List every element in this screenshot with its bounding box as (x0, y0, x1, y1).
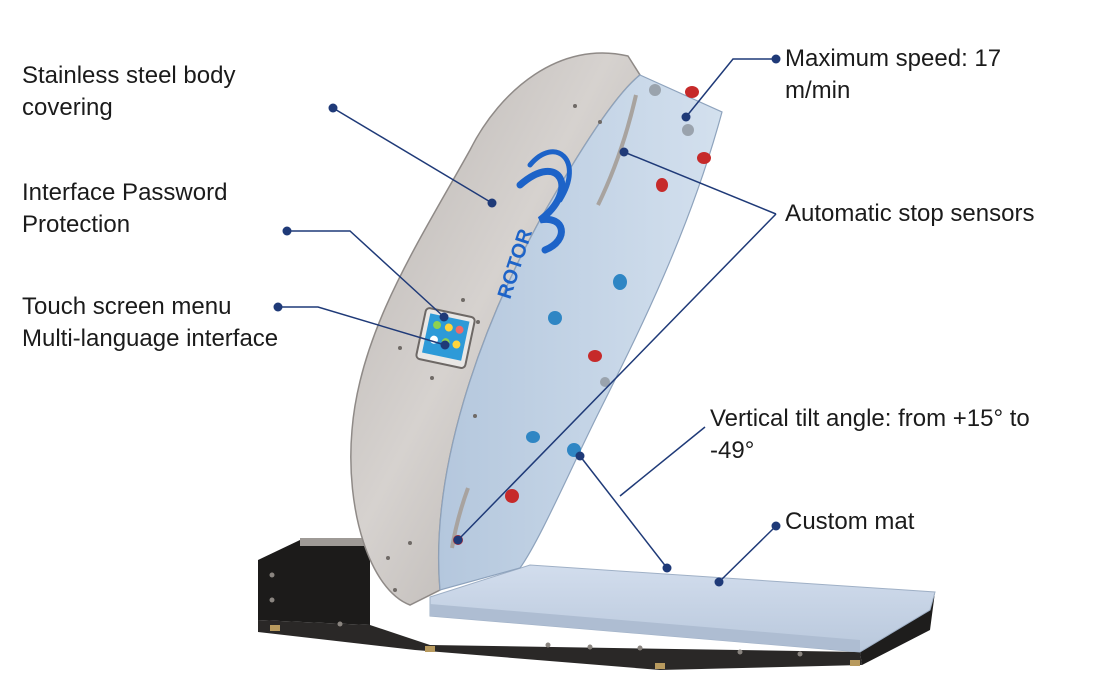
label-stainless-body-line2: covering (22, 94, 113, 121)
label-stainless-body-line1: Stainless steel body (22, 62, 236, 89)
label-stop-sensors: Automatic stop sensors (785, 198, 1034, 230)
custom-mat (429, 564, 936, 653)
label-password-line2: Protection (22, 211, 131, 238)
label-stainless-body: Stainless steel body covering (22, 60, 235, 124)
leader-sensor-bottom (457, 213, 777, 541)
label-max-speed: Maximum speed: 17 m/min (785, 43, 1001, 107)
label-speed-line1: Maximum speed: 17 (785, 45, 1002, 72)
shell-rivets (386, 104, 602, 592)
label-touch-screen: Touch screen menu Multi-language interfa… (22, 291, 278, 355)
label-sensors-line1: Automatic stop sensors (785, 200, 1035, 227)
leader-touch (278, 306, 446, 346)
label-touch-line1: Touch screen menu (22, 293, 232, 320)
leader-mat (718, 525, 777, 583)
leader-dots (273, 54, 781, 587)
leader-password (287, 230, 445, 318)
label-mat-line1: Custom mat (785, 508, 915, 535)
label-password-protection: Interface Password Protection (22, 177, 227, 241)
label-custom-mat: Custom mat (785, 506, 914, 538)
label-tilt-angle: Vertical tilt angle: from +15° to -49° (710, 403, 1030, 467)
hold-grey (600, 84, 694, 387)
leader-tilt-rail (579, 455, 668, 569)
leader-speed (685, 58, 776, 118)
leader-lines (278, 58, 777, 583)
label-tilt-line1: Vertical tilt angle: from +15° to (710, 405, 1030, 432)
label-tilt-line2: -49° (710, 437, 755, 464)
label-password-line1: Interface Password (22, 179, 228, 206)
climbing-holds (453, 84, 711, 545)
label-touch-line2: Multi-language interface (22, 325, 279, 352)
leader-body (332, 107, 493, 204)
label-speed-line2: m/min (785, 77, 851, 104)
leader-tilt (619, 426, 706, 497)
leader-sensor-top (623, 151, 777, 215)
